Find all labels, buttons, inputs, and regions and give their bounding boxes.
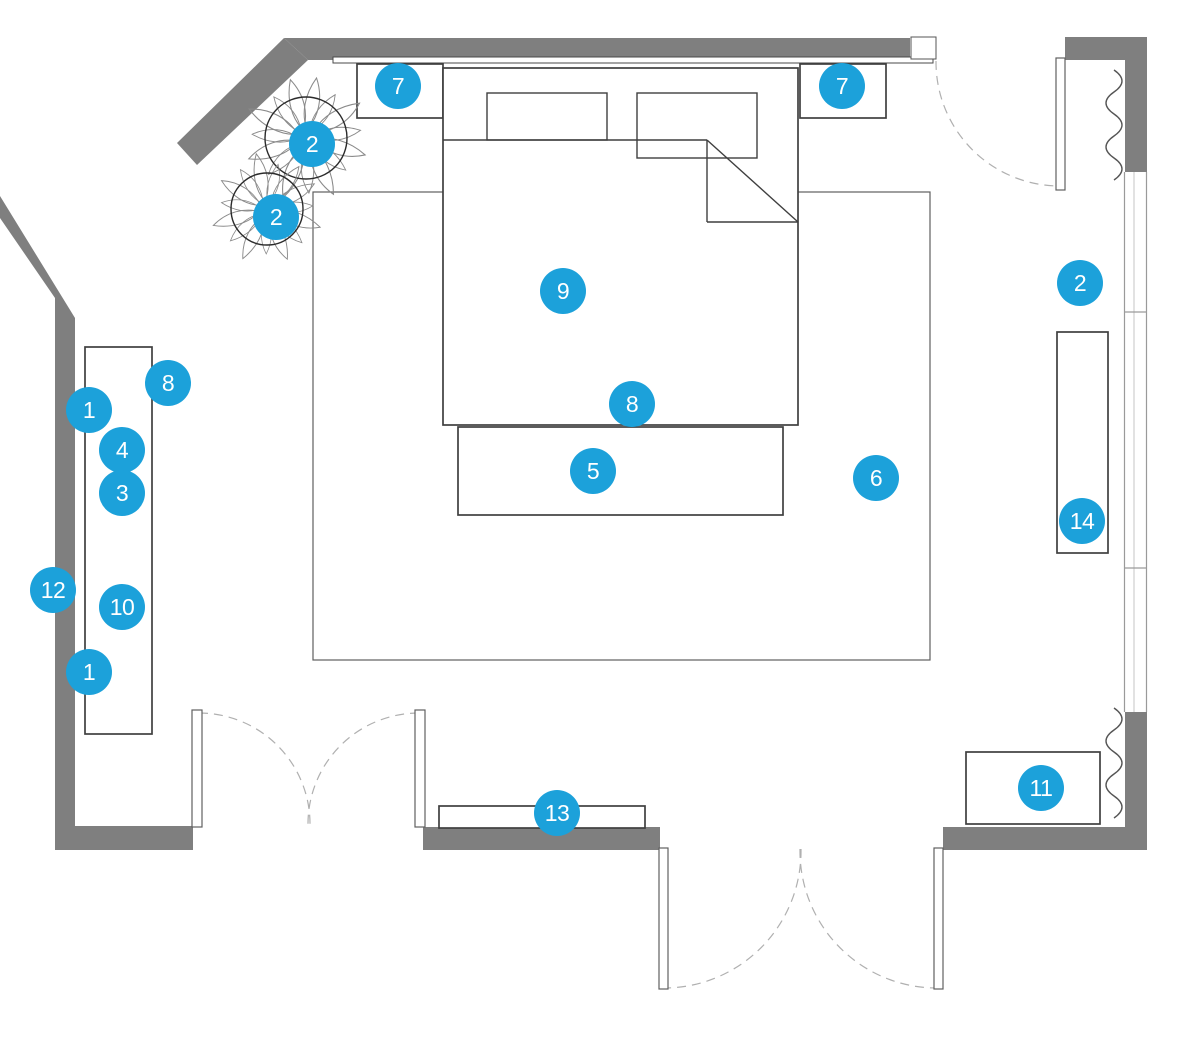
door-panel-top-right [1055, 57, 1066, 191]
marker-3-dresser[interactable]: 3 [99, 470, 145, 516]
plant-upper-pot [264, 96, 348, 180]
curtain-squiggle-top [1105, 69, 1123, 181]
marker-1-dresser-bottom[interactable]: 1 [66, 649, 112, 695]
duvet-fold-diagonal [706, 139, 799, 223]
marker-13-bench[interactable]: 13 [534, 790, 580, 836]
marker-2-window[interactable]: 2 [1057, 260, 1103, 306]
marker-8-bed[interactable]: 8 [609, 381, 655, 427]
wall-top [284, 38, 910, 60]
door-panels [191, 57, 1066, 990]
door-arc-bottom-left-b [307, 712, 420, 826]
door-arc-top-right [935, 60, 1059, 187]
plant-upper [246, 77, 367, 200]
marker-6-rug[interactable]: 6 [853, 455, 899, 501]
marker-10-dresser[interactable]: 10 [99, 584, 145, 630]
bench-foot-of-bed [457, 426, 784, 516]
door-panel-bottom-left-b [414, 709, 426, 828]
pillow-left [486, 92, 608, 141]
wall-bottom-center [423, 827, 660, 850]
marker-9-bed[interactable]: 9 [540, 268, 586, 314]
door-arc-bottom-center-a [665, 848, 802, 989]
door-panel-bottom-center-a [658, 847, 669, 990]
walls [0, 37, 1147, 850]
marker-2-plant-lower[interactable]: 2 [253, 194, 299, 240]
furniture [84, 63, 1109, 829]
door-arc-bottom-center-b [799, 848, 938, 989]
door-panel-bottom-center-b [933, 847, 944, 990]
marker-1-dresser-top[interactable]: 1 [66, 387, 112, 433]
wall-top-right-vertical [1125, 60, 1147, 172]
plant-lower [191, 134, 342, 285]
headboard-wall-strip [332, 56, 934, 64]
marker-2-plant-upper[interactable]: 2 [289, 121, 335, 167]
door-panel-bottom-left-a [191, 709, 203, 828]
marker-7-left-nightstand[interactable]: 7 [375, 63, 421, 109]
curtain-squiggle-bottom [1105, 707, 1123, 819]
door-arc-bottom-left-a [198, 712, 311, 826]
wall-diagonal-upper [177, 38, 308, 165]
wall-bottom-right [943, 712, 1147, 850]
door-arcs [198, 60, 1059, 989]
marker-8-dresser[interactable]: 8 [145, 360, 191, 406]
door-jamb-notch [910, 36, 937, 60]
pillow-right [636, 92, 758, 159]
marker-11-bench-right[interactable]: 11 [1018, 765, 1064, 811]
marker-5-bench[interactable]: 5 [570, 448, 616, 494]
window-right [1123, 172, 1148, 712]
wall-top-right-horizontal [1065, 37, 1147, 60]
marker-7-right-nightstand[interactable]: 7 [819, 63, 865, 109]
marker-12-wall[interactable]: 12 [30, 567, 76, 613]
marker-14-console[interactable]: 14 [1059, 498, 1105, 544]
marker-4-dresser[interactable]: 4 [99, 427, 145, 473]
plant-lower-pot [230, 172, 304, 246]
